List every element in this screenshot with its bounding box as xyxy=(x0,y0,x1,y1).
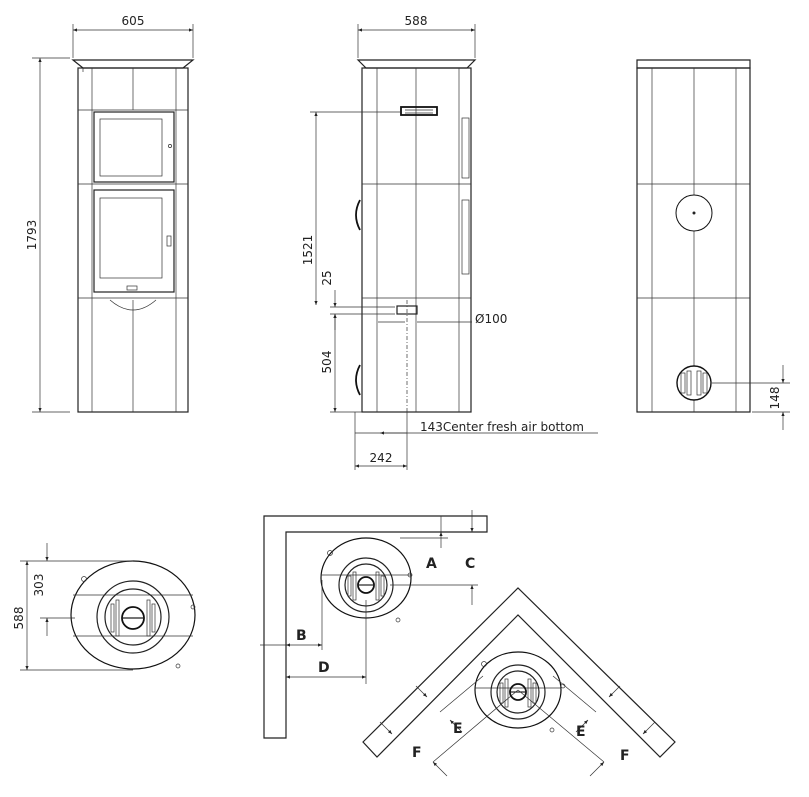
flue-diameter-dim: Ø100 xyxy=(475,312,507,326)
side-height-dim: 1521 xyxy=(301,235,315,266)
top-view: 588 303 xyxy=(12,543,196,671)
side-depth-dim: 242 xyxy=(370,451,393,465)
label-a: A xyxy=(426,556,437,572)
top-half-depth-dim: 303 xyxy=(32,574,46,597)
front-width-dim: 605 xyxy=(122,14,145,28)
side-view: 588 1521 25 504 xyxy=(301,14,598,470)
front-height-dim: 1793 xyxy=(25,220,39,251)
front-view: 605 1793 xyxy=(25,14,195,413)
top-depth-dim: 588 xyxy=(12,607,26,630)
side-lower-height-dim: 504 xyxy=(320,351,334,374)
label-e-left: E xyxy=(453,721,463,737)
fresh-air-note: 143Center fresh air bottom xyxy=(420,420,584,434)
label-c: C xyxy=(465,556,475,572)
label-b: B xyxy=(296,628,307,644)
wall-clearance-view: A C B D xyxy=(260,510,488,739)
label-d: D xyxy=(318,660,330,676)
side-width-dim: 588 xyxy=(405,14,428,28)
back-view: 148 xyxy=(636,59,790,430)
fresh-air-grille-icon xyxy=(676,365,712,401)
side-offset-dim: 25 xyxy=(320,270,334,285)
vent-height-dim: 148 xyxy=(768,387,782,410)
corner-clearance-view: E E F F xyxy=(362,587,676,777)
label-e-right: E xyxy=(576,724,586,740)
label-f-right: F xyxy=(620,748,630,764)
label-f-left: F xyxy=(412,745,422,761)
